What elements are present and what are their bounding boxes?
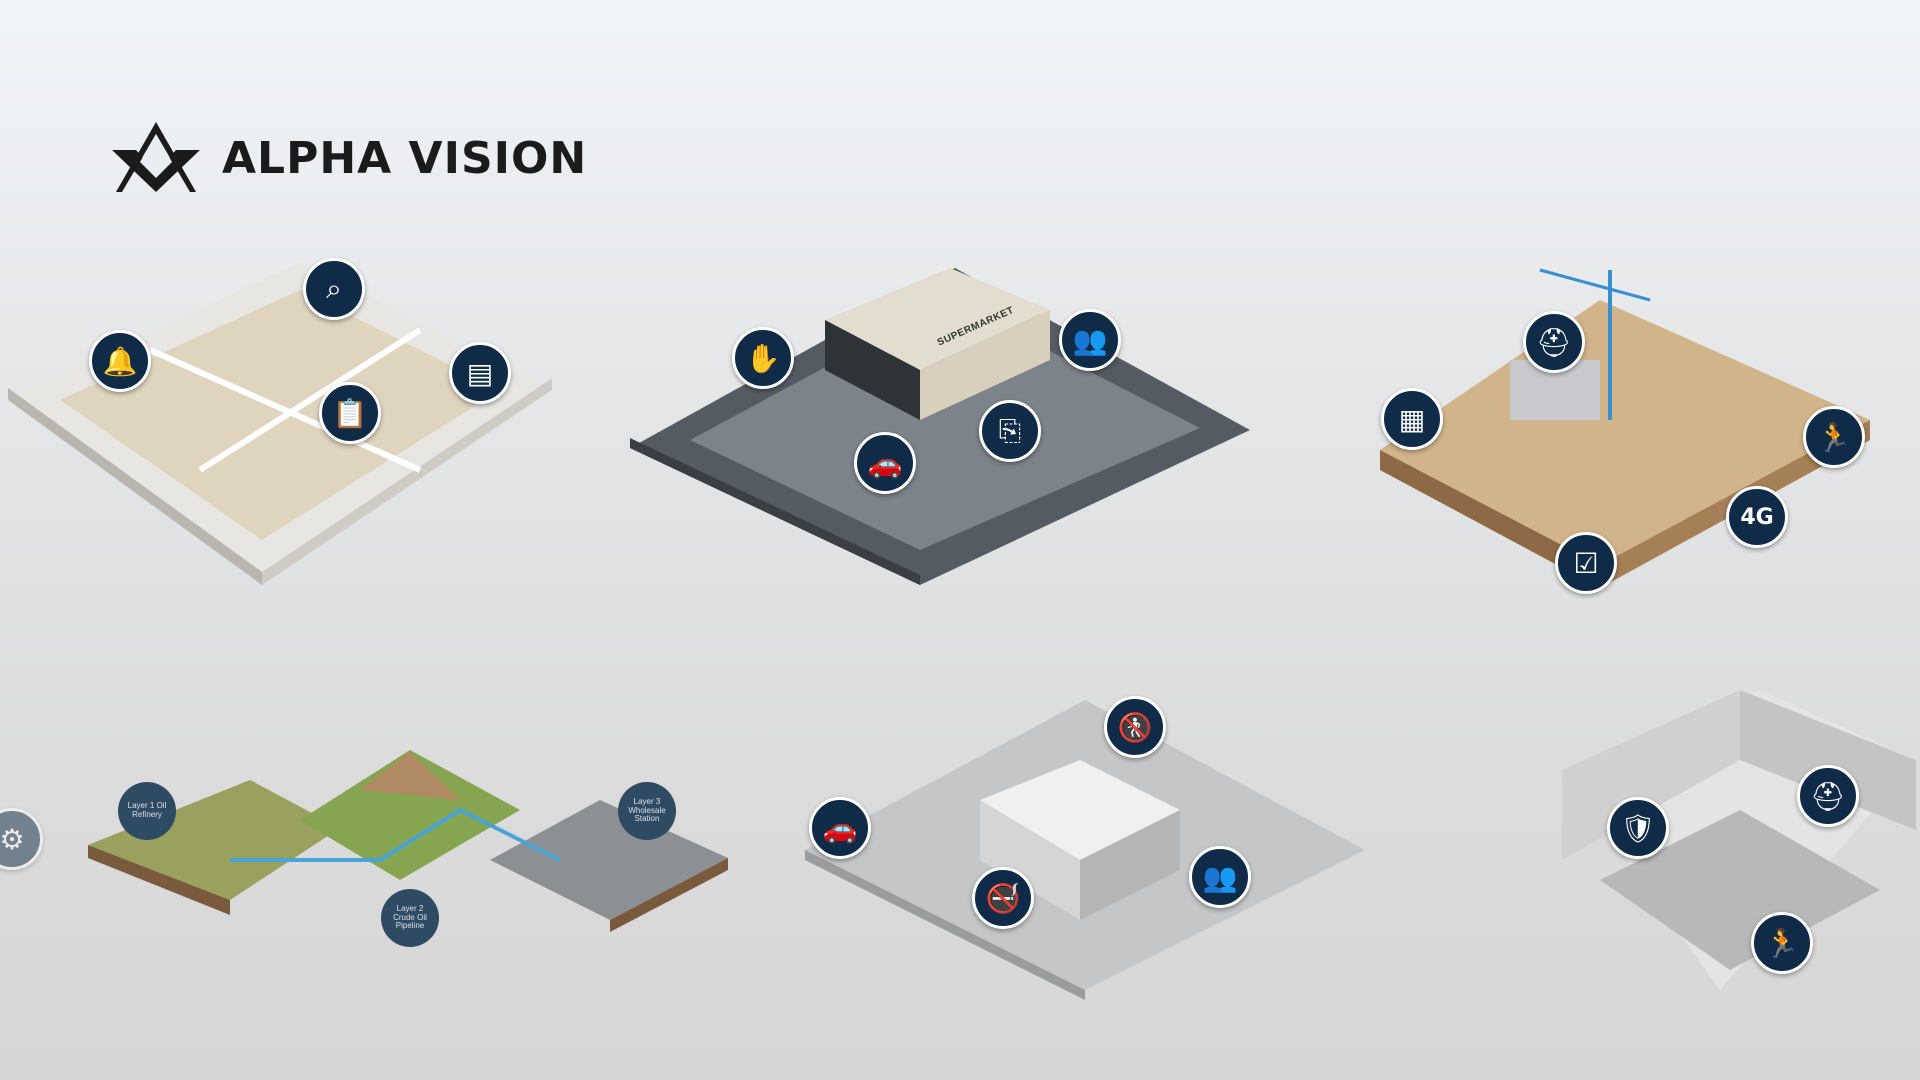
brand-logo: ALPHA VISION bbox=[112, 122, 587, 194]
shield-user-icon[interactable]: 🛡 bbox=[1607, 797, 1669, 859]
crude-oil-pipeline-label[interactable]: Layer 2 Crude Oil Pipeline bbox=[381, 889, 439, 947]
wholesale-station-label[interactable]: Layer 3 Wholesale Station bbox=[618, 782, 676, 840]
hand-sanitizer-icon[interactable]: ✋ bbox=[732, 327, 794, 389]
parking-car-icon[interactable]: 🚗 bbox=[809, 797, 871, 859]
alarm-bell-icon[interactable]: 🔔 bbox=[89, 330, 151, 392]
worker-helmet-icon[interactable]: ⛑ bbox=[1523, 311, 1585, 373]
store-scene bbox=[630, 268, 1250, 585]
construction-scene bbox=[1380, 268, 1870, 588]
helmet-detection-icon[interactable]: ⛑ bbox=[1797, 765, 1859, 827]
door-exit-icon[interactable]: ⎘ bbox=[979, 400, 1041, 462]
checklist-icon[interactable]: ☑ bbox=[1555, 532, 1617, 594]
no-intrusion-icon[interactable]: 🏃 bbox=[1803, 406, 1865, 468]
no-smoking-icon[interactable]: 🚭 bbox=[972, 867, 1034, 929]
oil-pipeline-scene bbox=[88, 750, 728, 932]
oil-refinery-label[interactable]: Layer 1 Oil Refinery bbox=[118, 782, 176, 840]
partial-marker-icon[interactable]: ⚙ bbox=[0, 808, 43, 870]
blueprint-icon[interactable]: ▦ bbox=[1381, 388, 1443, 450]
building-search-icon[interactable]: ⌕ bbox=[303, 258, 365, 320]
4g-signal-icon[interactable]: 4G bbox=[1726, 486, 1788, 548]
brand-name: ALPHA VISION bbox=[222, 132, 588, 184]
clipboard-person-icon[interactable]: 📋 bbox=[319, 382, 381, 444]
people-counting-icon[interactable]: 👥 bbox=[1059, 309, 1121, 371]
no-pedestrian-icon[interactable]: 🚷 bbox=[1104, 696, 1166, 758]
running-person-icon[interactable]: 🏃 bbox=[1751, 912, 1813, 974]
parking-car-icon[interactable]: 🚗 bbox=[854, 432, 916, 494]
industrial-scene bbox=[805, 700, 1365, 1000]
office-scene bbox=[8, 262, 552, 585]
cash-register-icon[interactable]: ▤ bbox=[449, 342, 511, 404]
people-counting-icon[interactable]: 👥 bbox=[1189, 846, 1251, 908]
compass-square-icon bbox=[112, 122, 200, 192]
